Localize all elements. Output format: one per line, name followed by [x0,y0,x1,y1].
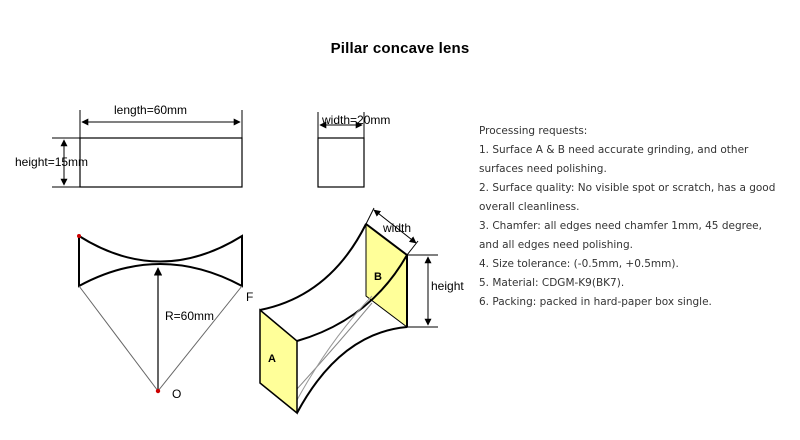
iso-width-dimension-line [373,209,417,244]
radius-label: R=60mm [165,309,214,323]
profile-view: R=60mm O F [77,234,253,401]
point-o-label: O [172,387,181,401]
iso-back-arc [296,302,373,390]
request-item: 6. Packing: packed in hard-paper box sin… [479,296,712,308]
request-item: 4. Size tolerance: (-0.5mm, +0.5mm). [479,258,679,270]
front-view: length=60mm height=15mm [15,103,243,188]
face-b-label: B [374,271,382,283]
iso-width-ext-2 [406,240,419,256]
iso-width-ext-1 [365,207,375,225]
request-item: 2. Surface quality: No visible spot or s… [479,182,776,213]
side-view: width=20mm [317,112,390,188]
face-a-fill [259,308,298,415]
point-f-label: F [246,290,253,304]
edge-point [77,234,81,238]
processing-requests: Processing requests: 1. Surface A & B ne… [479,122,784,312]
width-label: width=20mm [321,113,390,127]
iso-top-front-edge [296,254,408,342]
iso-view: A B width height [259,207,464,415]
side-view-rect [317,137,365,188]
iso-width-label: width [382,221,411,235]
center-point-o [155,388,161,394]
iso-height-label: height [431,279,464,293]
radius-line-right [157,285,243,392]
length-label: length=60mm [114,103,187,117]
height-label: height=15mm [15,155,88,169]
iso-top-surface [259,223,367,311]
request-item: 1. Surface A & B need accurate grinding,… [479,144,749,175]
radius-line-left [78,285,159,392]
page-title: Pillar concave lens [330,40,470,57]
iso-inner-arc [296,295,373,401]
request-item: 3. Chamfer: all edges need chamfer 1mm, … [479,220,762,251]
concave-profile-outline [78,234,243,288]
iso-bottom-surface [296,326,408,414]
front-view-rect [79,137,243,188]
request-item: 5. Material: CDGM-K9(BK7). [479,277,625,289]
face-a-label: A [268,353,276,365]
requests-heading: Processing requests: [479,125,588,137]
